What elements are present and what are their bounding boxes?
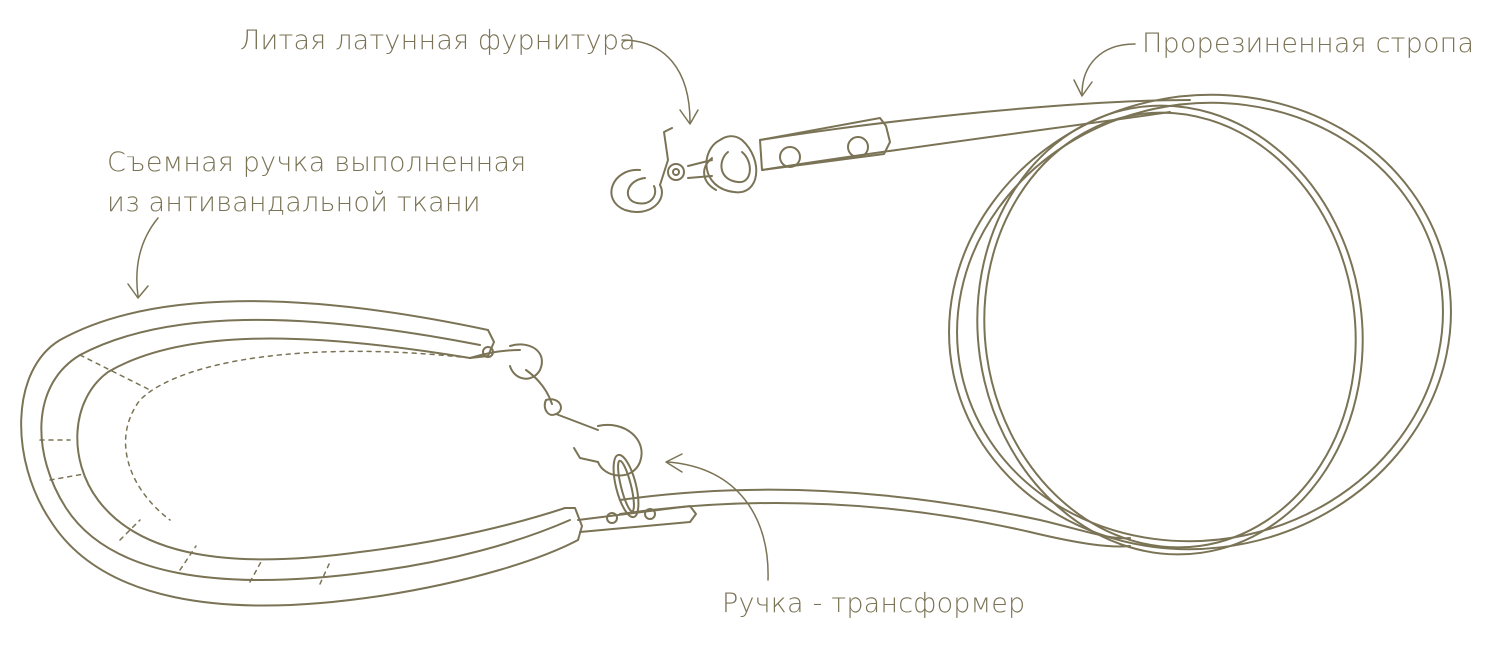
removable-handle-line-2: из антивандальной ткани xyxy=(107,187,481,218)
brass-arrow xyxy=(621,39,699,125)
removable-handle xyxy=(20,300,583,607)
strap-arrow xyxy=(1073,43,1136,97)
callout-arrows xyxy=(127,39,1136,581)
handle-arrow xyxy=(127,217,159,299)
strap-coil xyxy=(948,93,1452,556)
snap-hook-handle xyxy=(469,343,643,519)
transformer-handle-text: Ручка - трансформер xyxy=(722,588,1026,619)
upper-strap xyxy=(759,99,1191,171)
lower-strap xyxy=(577,488,1131,548)
removable-handle-line-1: Съемная ручка выполненная xyxy=(107,147,527,178)
rubberized-strap-text: Прорезиненная стропа xyxy=(1142,28,1475,59)
snap-hook-top xyxy=(610,127,758,213)
label-rubberized-strap: Прорезиненная стропа xyxy=(1142,24,1474,64)
brass-hardware-text: Литая латунная фурнитура xyxy=(240,25,636,56)
label-transformer-handle: Ручка - трансформер xyxy=(722,584,1025,624)
label-brass-hardware: Литая латунная фурнитура xyxy=(240,21,636,61)
transformer-arrow xyxy=(665,453,769,581)
label-removable-handle: Съемная ручка выполненная из антивандаль… xyxy=(107,143,526,223)
